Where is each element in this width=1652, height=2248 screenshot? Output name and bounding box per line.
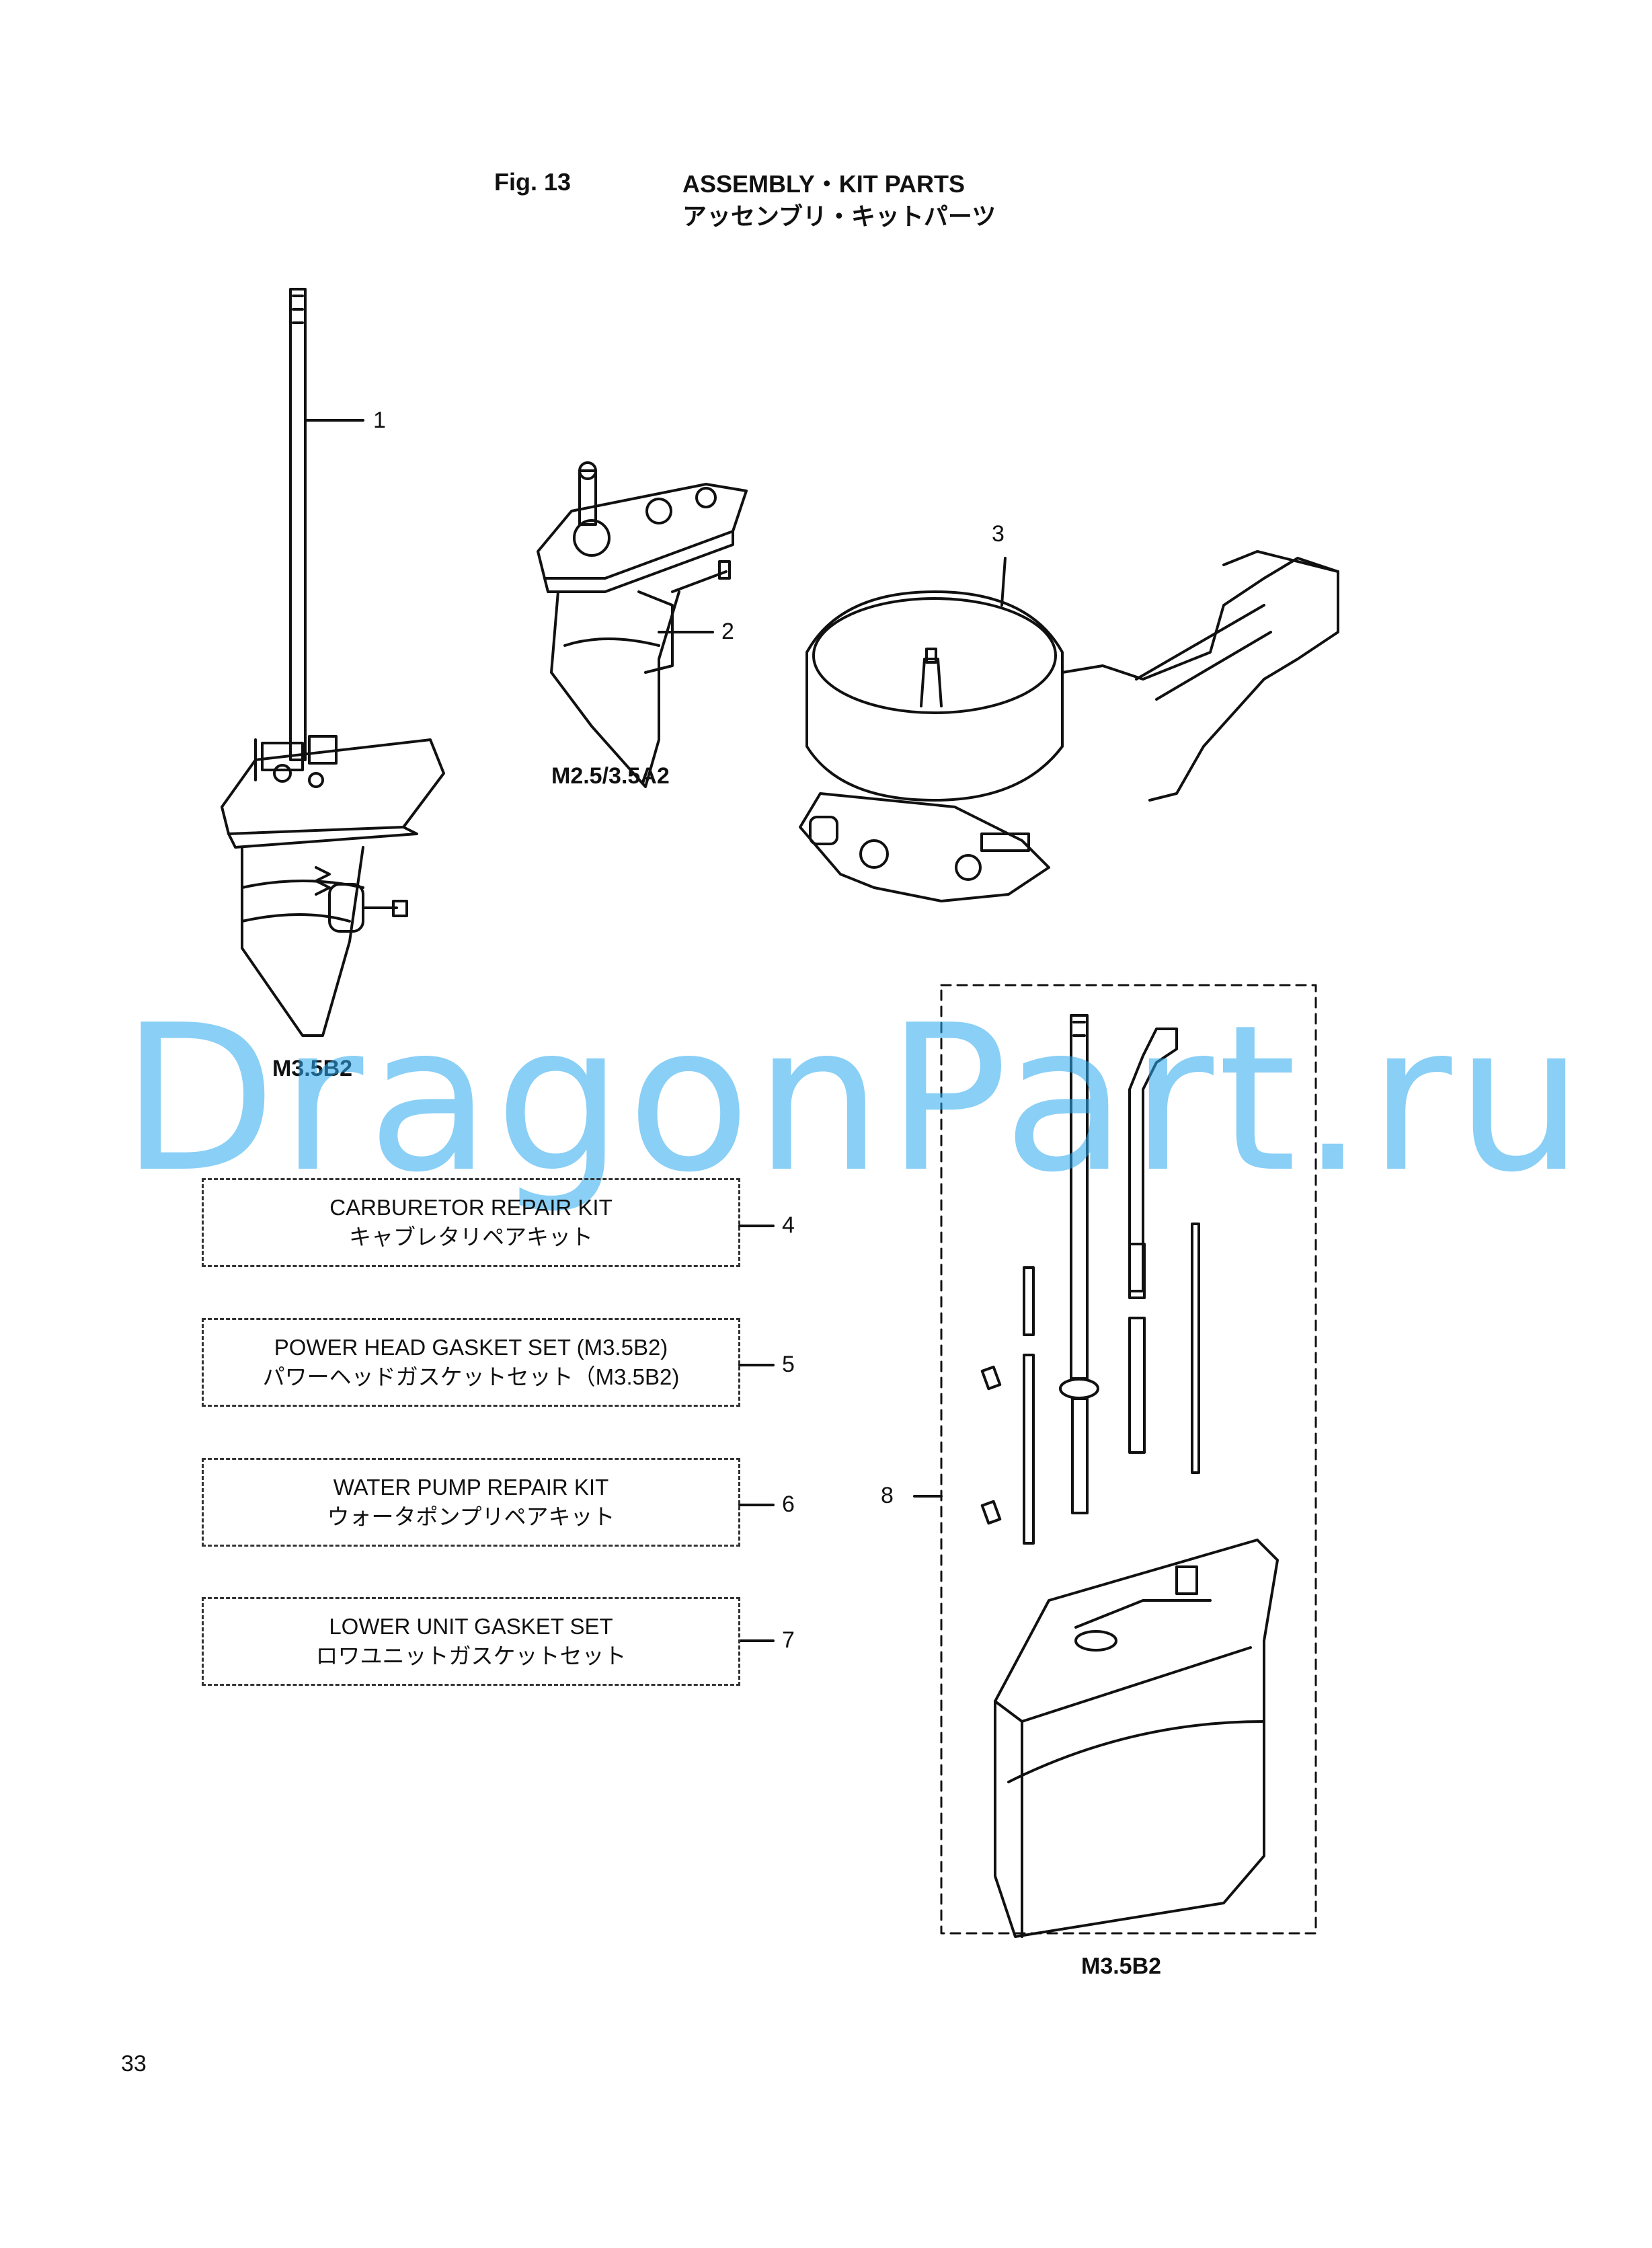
drive-shaft-set-drawing	[980, 1014, 1279, 1938]
lower-unit-drawing-m35b2	[221, 288, 445, 1037]
kit-name-jp: ウォータポンプリペアキット	[327, 1504, 615, 1529]
callout-7: 7	[782, 1627, 795, 1653]
powerhead-housing-drawing	[799, 550, 1339, 902]
callout-1: 1	[373, 408, 386, 433]
kit-box-lower-unit-gasket: LOWER UNIT GASKET SET ロワユニットガスケットセット	[202, 1597, 740, 1686]
kit-name-jp: ロワユニットガスケットセット	[315, 1643, 627, 1668]
callout-4: 4	[782, 1212, 795, 1238]
kit-name-en: WATER PUMP REPAIR KIT	[333, 1475, 609, 1500]
callout-2: 2	[721, 619, 734, 644]
kit-box-powerhead-gasket: POWER HEAD GASKET SET (M3.5B2) パワーヘッドガスケ…	[202, 1318, 740, 1407]
model-label-m35b2: M3.5B2	[272, 1056, 353, 1081]
figure-number: Fig. 13	[494, 168, 572, 196]
kit-name-en: POWER HEAD GASKET SET (M3.5B2)	[274, 1335, 668, 1360]
callout-6: 6	[782, 1491, 795, 1517]
page-number: 33	[121, 2051, 147, 2077]
figure-title: ASSEMBLY・KIT PARTS アッセンブリ・キットパーツ	[682, 168, 996, 233]
kit-box-water-pump: WATER PUMP REPAIR KIT ウォータポンプリペアキット	[202, 1458, 740, 1547]
figure-title-en: ASSEMBLY・KIT PARTS	[682, 170, 966, 198]
kit-name-en: LOWER UNIT GASKET SET	[329, 1614, 613, 1639]
lower-unit-drawing-m25-35a2	[537, 461, 748, 788]
model-label-m25-35a2: M2.5/3.5A2	[551, 763, 670, 789]
kit-name-jp: キャブレタリペアキット	[349, 1225, 593, 1249]
model-label-m35b2-group: M3.5B2	[1081, 1953, 1162, 1979]
callout-5: 5	[782, 1352, 795, 1377]
kit-box-carburetor: CARBURETOR REPAIR KIT キャブレタリペアキット	[202, 1178, 740, 1267]
callout-8: 8	[881, 1483, 894, 1508]
kit-name-en: CARBURETOR REPAIR KIT	[329, 1195, 613, 1220]
watermark: DragonPart.ru	[121, 982, 1588, 1216]
callout-3: 3	[992, 521, 1005, 547]
figure-title-jp: アッセンブリ・キットパーツ	[682, 202, 996, 230]
kit-name-jp: パワーヘッドガスケットセット（M3.5B2)	[262, 1364, 680, 1389]
